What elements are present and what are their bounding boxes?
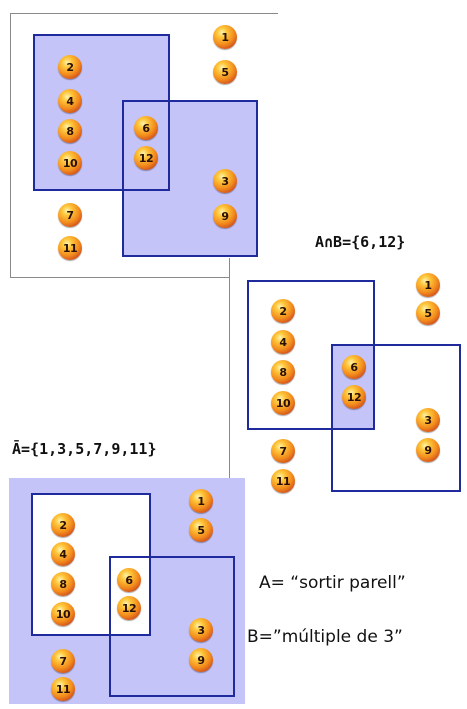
- ball-7: 7: [271, 439, 295, 463]
- ball-1: 1: [416, 273, 440, 297]
- panel-border-left: [229, 258, 230, 508]
- ball-5: 5: [416, 301, 440, 325]
- ball-1: 1: [213, 25, 237, 49]
- ball-1: 1: [189, 489, 213, 513]
- ball-7: 7: [58, 203, 82, 227]
- definition-b: B=”múltiple de 3”: [247, 627, 403, 647]
- set-b-outline: [109, 556, 235, 697]
- panel-border-top: [10, 13, 278, 14]
- set-b-outline: [331, 344, 461, 492]
- ball-4: 4: [58, 89, 82, 113]
- ball-5: 5: [189, 518, 213, 542]
- ball-11: 11: [51, 677, 75, 701]
- intersection-equation: A∩B={6,12}: [315, 233, 406, 251]
- ball-6: 6: [134, 116, 158, 140]
- ball-12: 12: [342, 385, 366, 409]
- ball-3: 3: [189, 618, 213, 642]
- ball-9: 9: [213, 204, 237, 228]
- ball-3: 3: [416, 408, 440, 432]
- venn-panel-union: 1 5 2 4 8 10 6 12 3 9 7 11: [10, 13, 278, 278]
- complement-equation: Ā={1,3,5,7,9,11}: [12, 440, 157, 458]
- ball-6: 6: [342, 355, 366, 379]
- ball-10: 10: [271, 391, 295, 415]
- ball-9: 9: [189, 648, 213, 672]
- ball-8: 8: [51, 572, 75, 596]
- definition-a: A= “sortir parell”: [259, 573, 406, 593]
- ball-7: 7: [51, 649, 75, 673]
- ball-10: 10: [58, 151, 82, 175]
- set-a-outline: [247, 280, 375, 430]
- ball-9: 9: [416, 438, 440, 462]
- ball-11: 11: [58, 236, 82, 260]
- venn-panel-complement: 1 5 2 4 8 10 6 12 3 9 7 11: [9, 478, 245, 704]
- set-a-outline: [31, 493, 151, 636]
- ball-4: 4: [51, 542, 75, 566]
- ball-11: 11: [271, 469, 295, 493]
- ball-12: 12: [134, 146, 158, 170]
- ball-12: 12: [117, 596, 141, 620]
- ball-2: 2: [271, 299, 295, 323]
- ball-10: 10: [51, 602, 75, 626]
- set-a-outline: [33, 34, 170, 191]
- ball-3: 3: [213, 169, 237, 193]
- ball-8: 8: [271, 360, 295, 384]
- ball-8: 8: [58, 119, 82, 143]
- ball-6: 6: [117, 568, 141, 592]
- panel-border-bottom: [10, 277, 278, 278]
- venn-panel-intersection: 1 5 2 4 8 10 6 12 3 9 7 11: [229, 258, 467, 508]
- panel-border-left: [10, 13, 11, 278]
- ball-2: 2: [58, 55, 82, 79]
- ball-5: 5: [213, 60, 237, 84]
- ball-2: 2: [51, 513, 75, 537]
- ball-4: 4: [271, 330, 295, 354]
